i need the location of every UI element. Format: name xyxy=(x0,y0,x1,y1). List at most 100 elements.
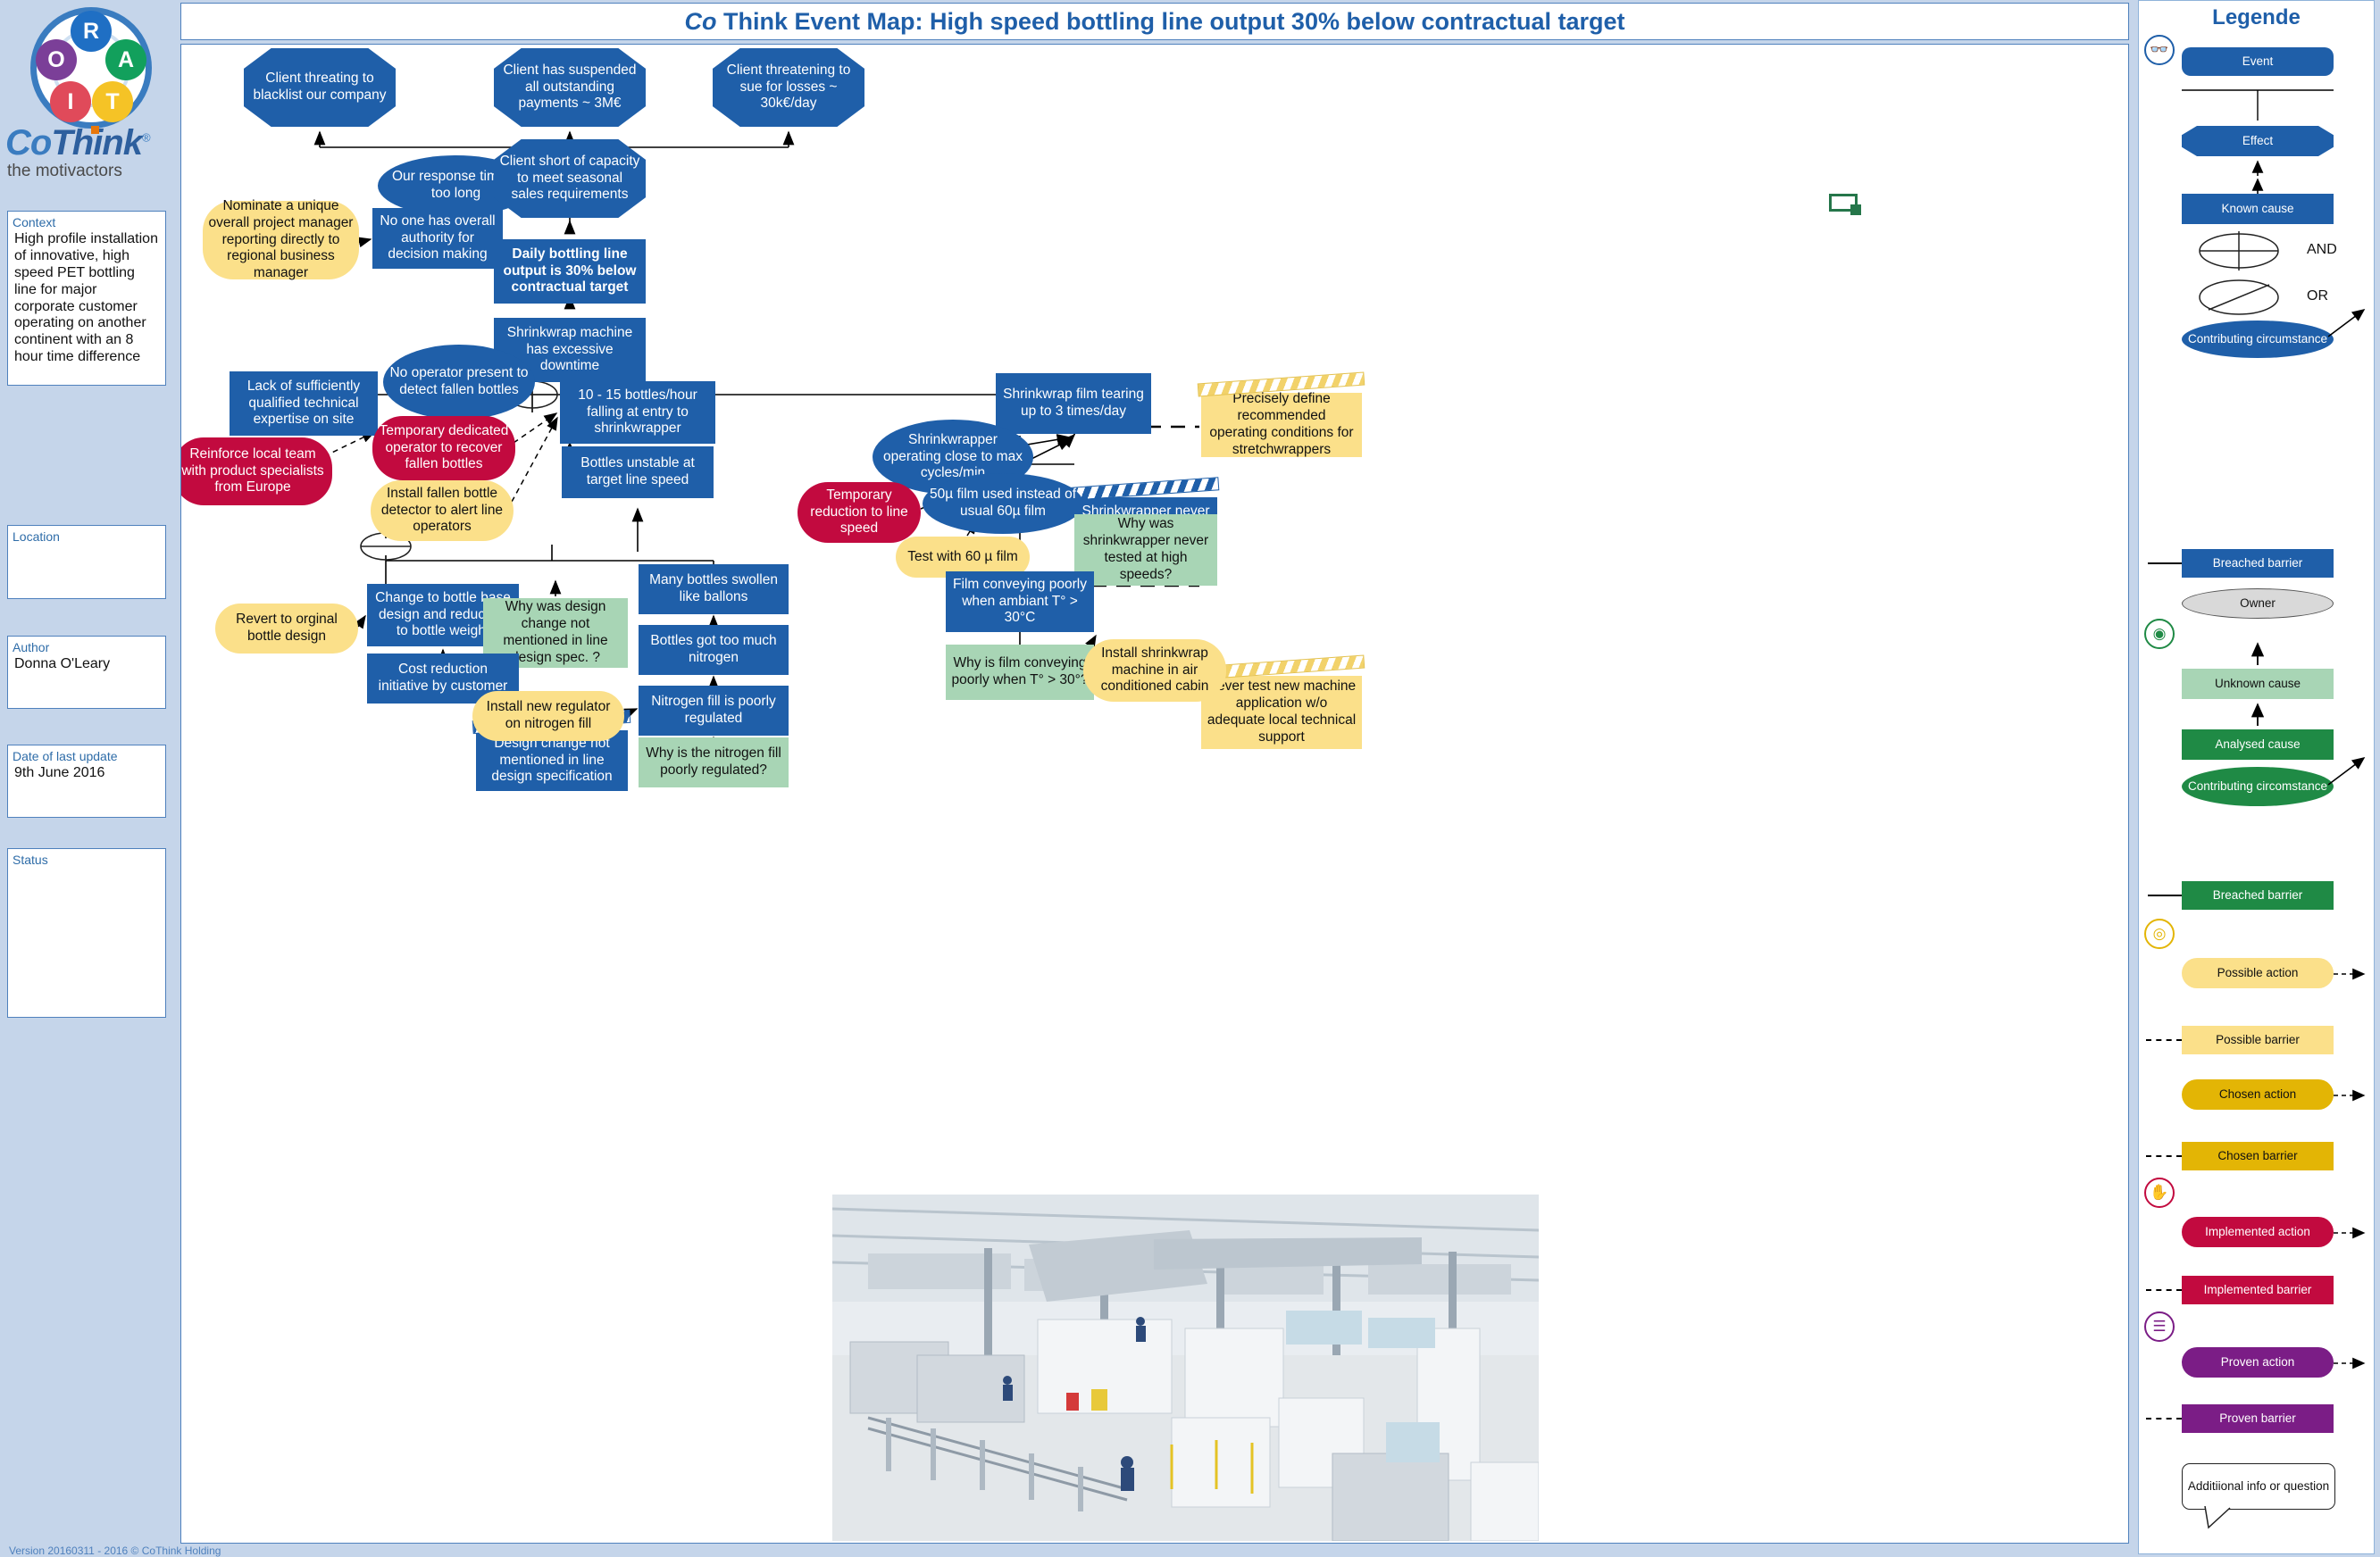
map-node-label: Nitrogen fill is poorly regulated xyxy=(651,694,776,726)
map-node[interactable]: Cost reduction initiative by customer xyxy=(367,654,519,704)
map-node[interactable]: Revert to orginal bottle design xyxy=(215,604,358,654)
node-layer: Client threating to blacklist our compan… xyxy=(181,45,2128,791)
legend-item-additional-info: Additiional info or question xyxy=(2182,1463,2335,1510)
map-node-label: Design change not mentioned in line desi… xyxy=(491,735,613,785)
barrier-hatch xyxy=(1070,477,1220,501)
map-node-label: 10 - 15 bottles/hour falling at entry to… xyxy=(578,387,697,437)
legend-panel: Legende 👓 Event Effect Known cause AND O… xyxy=(2138,0,2375,1554)
title-bar: Co Think Event Map: High speed bottling … xyxy=(180,3,2129,40)
map-node-label: Never test new machine application w/o a… xyxy=(1207,679,1357,745)
legend-barrier-line-green xyxy=(2148,895,2182,896)
map-node[interactable]: Daily bottling line output is 30% below … xyxy=(494,239,646,304)
map-node[interactable]: Shrinkwrap machine has excessive downtim… xyxy=(494,318,646,382)
map-node[interactable]: Why is film conveying poorly when T° > 3… xyxy=(946,645,1094,700)
map-node[interactable]: Client has suspended all outstanding pay… xyxy=(494,48,646,127)
map-node-label: Shrinkwrap film tearing up to 3 times/da… xyxy=(1003,387,1144,419)
panel-status-label: Status xyxy=(13,853,48,867)
map-node-label: Cost reduction initiative by customer xyxy=(378,662,508,694)
map-node[interactable]: Client threatening to sue for losses ~ 3… xyxy=(713,48,864,127)
map-node[interactable]: Install fallen bottle detector to alert … xyxy=(371,480,514,541)
map-node-label: Why was design change not mentioned in l… xyxy=(503,599,608,665)
map-node[interactable]: Temporary reduction to line speed xyxy=(798,482,921,543)
panel-context-value[interactable]: High profile installation of innovative,… xyxy=(14,231,158,365)
panel-date-label: Date of last update xyxy=(13,749,118,763)
and-gate-icon xyxy=(2199,231,2279,271)
map-node[interactable]: Precisely define recommended operating c… xyxy=(1197,371,1365,457)
map-node-label: Temporary reduction to line speed xyxy=(810,487,908,537)
map-node[interactable]: Test with 60 µ film xyxy=(896,537,1030,578)
panel-context: Context High profile installation of inn… xyxy=(7,211,166,386)
legend-title: Legende xyxy=(2212,5,2301,29)
panel-author-label: Author xyxy=(13,640,50,654)
panel-location-value[interactable] xyxy=(8,545,165,551)
map-node[interactable]: Why is the nitrogen fill poorly regulate… xyxy=(639,737,789,787)
map-node[interactable]: No operator present to detect fallen bot… xyxy=(383,345,535,420)
hand-icon: ✋ xyxy=(2144,1178,2175,1208)
legend-analysed-arrow xyxy=(2251,703,2265,726)
legend-item-unknown-cause: Unknown cause xyxy=(2182,669,2334,699)
map-node[interactable]: Install new regulator on nitrogen fill xyxy=(472,691,624,741)
page-title-rest: Think Event Map: High speed bottling lin… xyxy=(716,8,1625,35)
legend-item-contributing-green: Contributing circomstance xyxy=(2182,767,2334,806)
map-node[interactable]: Reinforce local team with product specia… xyxy=(181,437,332,505)
green-marker-icon[interactable] xyxy=(1829,194,1861,215)
panel-author-value[interactable]: Donna O'Leary xyxy=(14,656,111,671)
factory-photo xyxy=(832,1195,1539,1541)
map-node[interactable]: Shrinkwrap film tearing up to 3 times/da… xyxy=(996,373,1151,434)
map-node[interactable]: Temporary dedicated operator to recover … xyxy=(372,416,515,480)
legend-item-analysed-cause: Analysed cause xyxy=(2182,729,2334,760)
map-node[interactable]: Why was shrinkwrapper never tested at hi… xyxy=(1074,514,1217,586)
legend-barrier-line-blue xyxy=(2148,562,2182,564)
map-node[interactable]: Client threating to blacklist our compan… xyxy=(244,48,396,127)
callout-tail-icon xyxy=(2204,1506,2231,1529)
logo-letter-i: I xyxy=(50,81,91,122)
panel-status-value[interactable] xyxy=(8,868,165,874)
legend-item-implemented-barrier: Implemented barrier xyxy=(2182,1276,2334,1304)
map-node-label: Our response time is too long xyxy=(392,169,520,201)
legend-event-connector xyxy=(2182,89,2334,121)
page-title: Co Think Event Map: High speed bottling … xyxy=(181,4,2128,39)
legend-item-chosen-barrier: Chosen barrier xyxy=(2182,1142,2334,1170)
panel-location-label: Location xyxy=(13,529,60,544)
page-title-italic: Co xyxy=(684,8,717,35)
panel-author: Author Donna O'Leary xyxy=(7,636,166,709)
map-node[interactable]: Nitrogen fill is poorly regulated xyxy=(639,686,789,736)
map-node[interactable]: No one has overall authority for decisio… xyxy=(372,208,503,269)
map-node-label: Client threatening to sue for losses ~ 3… xyxy=(726,62,851,112)
event-map-canvas[interactable]: Client threating to blacklist our compan… xyxy=(180,44,2129,1544)
map-node[interactable]: Nominate a unique overall project manage… xyxy=(203,198,359,280)
map-node[interactable]: Film conveying poorly when ambiant T° > … xyxy=(946,571,1094,632)
panel-context-label: Context xyxy=(13,215,56,229)
map-node-label: Why was shrinkwrapper never tested at hi… xyxy=(1082,516,1209,582)
brand-co: Co xyxy=(5,123,52,162)
map-node[interactable]: 10 - 15 bottles/hour falling at entry to… xyxy=(560,381,715,444)
map-node[interactable]: 50µ film used instead of usual 60µ film xyxy=(923,473,1083,534)
legend-implemented-action-arrow xyxy=(2334,1227,2366,1239)
map-node[interactable]: Bottles got too much nitrogen xyxy=(639,625,789,675)
map-node-label: Install new regulator on nitrogen fill xyxy=(486,699,611,731)
map-node[interactable]: Never test new machine application w/o a… xyxy=(1197,654,1365,749)
version-footer: Version 20160311 - 2016 © CoThink Holdin… xyxy=(9,1545,221,1557)
legend-item-possible-barrier: Possible barrier xyxy=(2182,1026,2334,1054)
map-node[interactable]: Bottles unstable at target line speed xyxy=(562,446,714,498)
map-node-label: Why is the nitrogen fill poorly regulate… xyxy=(646,745,781,778)
brand-dot xyxy=(91,126,99,134)
map-node[interactable]: Lack of sufficiently qualified technical… xyxy=(230,371,378,436)
map-node[interactable]: Install shrinkwrap machine in air condit… xyxy=(1083,639,1226,702)
logo-letter-t: T xyxy=(92,81,133,122)
panel-date-value[interactable]: 9th June 2016 xyxy=(14,765,105,780)
map-node[interactable]: Many bottles swollen like ballons xyxy=(639,564,789,614)
map-node-label: Many bottles swollen like ballons xyxy=(649,572,778,604)
map-node-label: Client short of capacity to meet seasona… xyxy=(499,153,640,203)
legend-item-possible-action: Possible action xyxy=(2182,958,2334,988)
panel-location: Location xyxy=(7,525,166,599)
map-node-label: No operator present to detect fallen bot… xyxy=(389,365,529,397)
map-node-label: Why is film conveying poorly when T° > 3… xyxy=(951,655,1089,687)
legend-item-chosen-action: Chosen action xyxy=(2182,1079,2334,1110)
map-node-label: Client has suspended all outstanding pay… xyxy=(503,62,637,112)
brand-registered: ® xyxy=(142,130,151,145)
map-node-label: No one has overall authority for decisio… xyxy=(380,212,496,262)
map-node[interactable]: Client short of capacity to meet seasona… xyxy=(494,139,646,218)
legend-barrier-dash-possible xyxy=(2146,1039,2182,1041)
factory-photo-art xyxy=(832,1195,1539,1541)
